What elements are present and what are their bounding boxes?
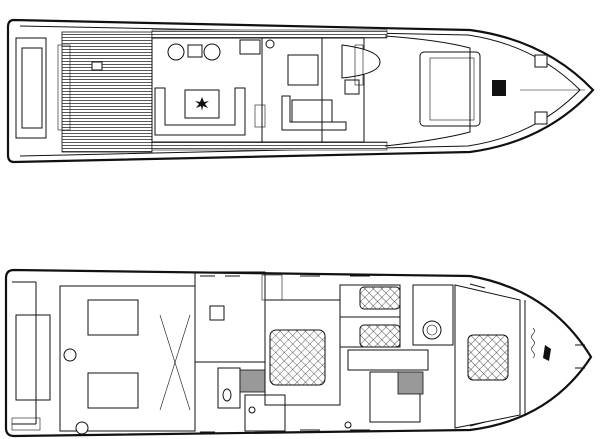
- stern-steps: [57, 44, 71, 131]
- dining-seat: [281, 95, 347, 131]
- engine-port: [87, 299, 139, 336]
- crew-head: [217, 367, 241, 409]
- lower-hull-outline: [4, 268, 593, 438]
- corridor: [347, 349, 429, 371]
- crew-bath-grey: [239, 369, 266, 393]
- guest-head: [369, 371, 421, 423]
- bow-locker-port: [534, 54, 548, 68]
- galley-counter: [287, 54, 319, 86]
- windscreen: [384, 35, 471, 147]
- master-head: [244, 394, 286, 432]
- engine-starboard: [87, 372, 139, 409]
- helm-console: [341, 44, 381, 79]
- anchor-chain-icon: [531, 327, 535, 359]
- stern-locker: [21, 47, 43, 129]
- anchor-windlass: [492, 80, 506, 96]
- hull-shelves: [200, 275, 486, 433]
- lower-deck-plan: [4, 268, 593, 438]
- upper-hull-outline: [6, 18, 595, 164]
- sunpad: [429, 57, 475, 121]
- master-bed: [269, 329, 326, 386]
- generator-1: [63, 348, 77, 362]
- bunk-lower: [359, 324, 401, 348]
- side-deck-starboard: [151, 141, 388, 151]
- lazarette: [15, 314, 51, 401]
- generator-2: [75, 421, 89, 435]
- foredeck-hatch: [419, 51, 481, 127]
- vip-cabin: [454, 284, 521, 429]
- dining-table: [291, 99, 333, 123]
- l-sofa: [154, 87, 246, 136]
- helm-seat: [344, 79, 360, 95]
- bunk-upper: [359, 286, 401, 310]
- crew-galley: [194, 271, 266, 363]
- galley-sink: [265, 39, 275, 49]
- crossbrace-2: [159, 314, 191, 411]
- helm-panel: [354, 44, 364, 86]
- crew-sink: [209, 305, 225, 321]
- armchair-right: [203, 43, 221, 61]
- upper-deck-plan: [6, 18, 595, 164]
- aft-teak-deck: [61, 31, 153, 153]
- master-cabin: [264, 299, 341, 406]
- vip-bed: [467, 334, 509, 381]
- transom-grille: [11, 417, 41, 431]
- bow-locker-stbd: [534, 111, 548, 125]
- master-basin: [248, 406, 256, 414]
- armchair-left: [167, 43, 185, 61]
- stern-chair: [91, 61, 103, 71]
- vip-head: [412, 284, 454, 346]
- crew-toilet: [222, 388, 232, 402]
- shower-drain: [344, 421, 352, 429]
- side-deck-port: [151, 29, 388, 39]
- jacuzzi-tub: [422, 320, 442, 340]
- jacuzzi-inner: [426, 324, 438, 336]
- anchor-icon: [543, 345, 551, 361]
- stairs-down: [254, 104, 266, 128]
- helm-station: [321, 37, 365, 143]
- plant-icon: [195, 97, 209, 111]
- bar-cabinet: [239, 39, 261, 55]
- side-table: [187, 44, 203, 58]
- shower-grey: [397, 371, 424, 395]
- swim-platform: [15, 37, 47, 139]
